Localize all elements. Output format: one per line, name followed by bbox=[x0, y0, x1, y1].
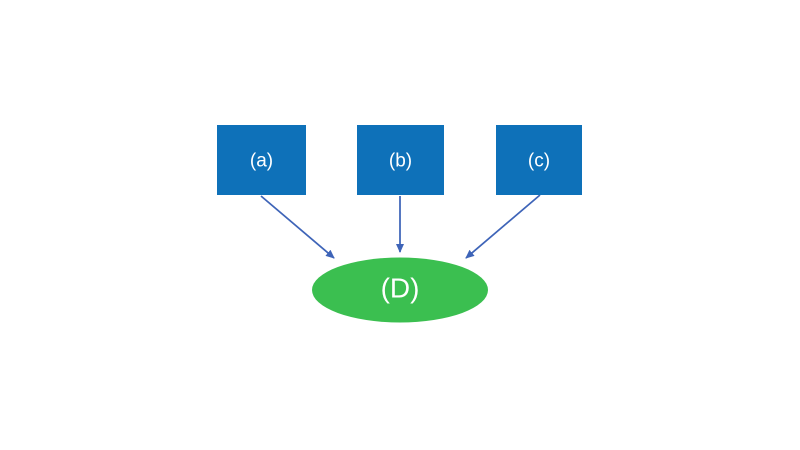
node-d-label: (D) bbox=[381, 273, 420, 304]
node-a-label: (a) bbox=[250, 151, 273, 172]
node-c-box bbox=[496, 125, 582, 195]
edge-a-to-d-arrow bbox=[260, 195, 335, 259]
node-d-ellipse bbox=[312, 257, 488, 323]
node-b-box bbox=[357, 125, 444, 195]
edge-c-to-d-arrow bbox=[465, 194, 541, 259]
node-b-label: (b) bbox=[389, 151, 412, 172]
node-c-label: (c) bbox=[528, 151, 550, 172]
node-a-box bbox=[217, 125, 306, 195]
